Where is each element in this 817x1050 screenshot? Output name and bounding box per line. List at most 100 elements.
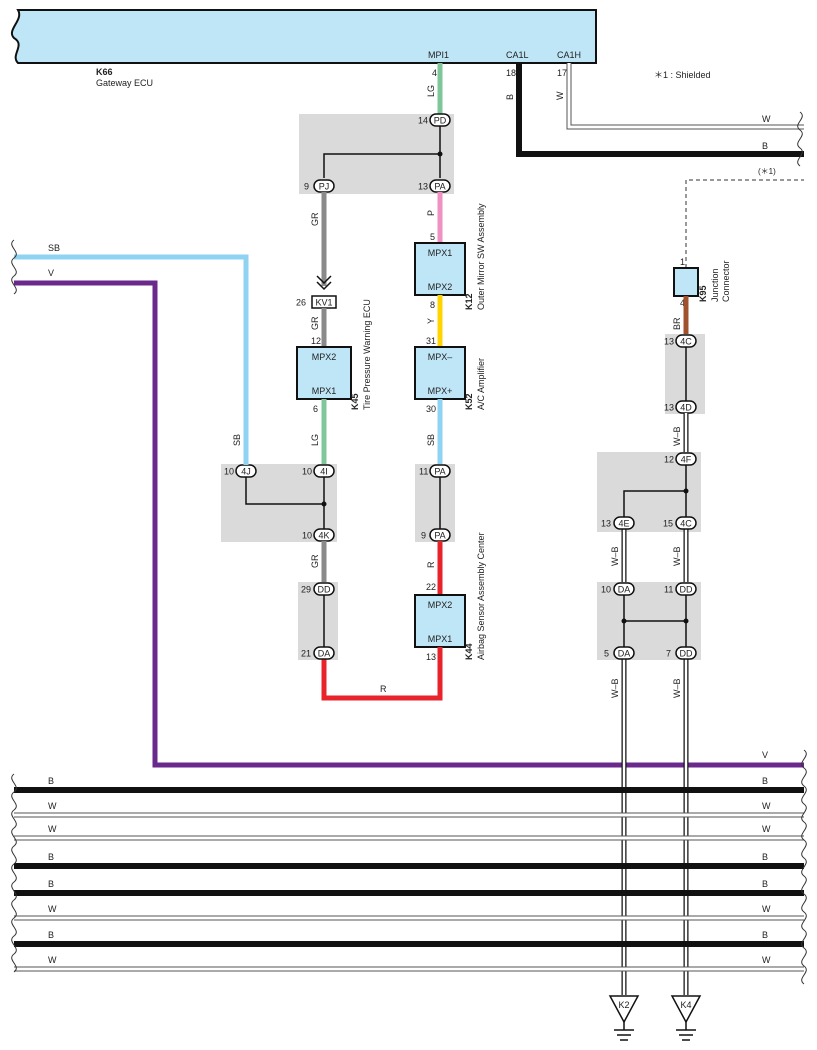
svg-text:4K: 4K [318,531,329,541]
svg-text:V: V [48,268,54,278]
svg-text:MPX1: MPX1 [312,386,337,396]
svg-text:29: 29 [301,585,311,595]
svg-text:K44: K44 [464,643,474,660]
svg-text:10: 10 [302,531,312,541]
svg-text:13: 13 [601,519,611,529]
svg-text:W–B: W–B [672,678,682,698]
svg-text:21: 21 [301,649,311,659]
bus-label-left-4: B [48,879,54,889]
svg-text:30: 30 [426,404,436,414]
svg-text:K12: K12 [464,293,474,310]
ecu-k45: MPX2 MPX1 K45 Tire Pressure Warning ECU [296,299,372,410]
svg-text:W–B: W–B [610,678,620,698]
connector-4k: 4K 10 [302,528,335,542]
shielded-note: ＊1 : Shielded [654,70,711,80]
svg-text:13: 13 [664,403,674,413]
svg-text:11: 11 [664,585,673,595]
svg-text:W–B: W–B [610,546,620,566]
svg-text:5: 5 [430,232,435,242]
wire-sb-left [14,254,249,465]
svg-text:Outer Mirror SW Assembly: Outer Mirror SW Assembly [476,203,486,310]
ecu-k12: MPX1 MPX2 K12 Outer Mirror SW Assembly [414,203,486,310]
svg-text:Airbag Sensor Assembly Center: Airbag Sensor Assembly Center [476,532,486,660]
svg-text:MPX+: MPX+ [428,386,453,396]
ground-k4: K4 [670,995,702,1041]
svg-text:4C: 4C [680,337,692,347]
svg-text:11: 11 [419,467,428,477]
svg-text:SB: SB [48,243,60,253]
gateway-ecu: K66 Gateway ECU MPI1 CA1L CA1H 4 18 17 [11,9,597,88]
pin-name-ca1h: CA1H [557,50,581,60]
svg-text:LG: LG [310,434,320,446]
svg-text:B: B [762,141,768,151]
gateway-code: K66 [96,67,113,77]
svg-text:DA: DA [318,649,331,659]
connector-4d: 4D 13 [664,400,697,414]
bus-label-right-1: W [762,801,771,811]
connector-4j: 4J 10 [224,464,257,478]
svg-text:DD: DD [680,649,693,659]
svg-text:14: 14 [418,116,428,126]
svg-text:10: 10 [224,467,234,477]
svg-text:12: 12 [311,336,321,346]
svg-text:W–B: W–B [672,546,682,566]
svg-text:PJ: PJ [319,182,330,192]
bus-label-right-0: B [762,776,768,786]
connector-pj: PJ 9 [304,179,335,193]
svg-text:K52: K52 [464,393,474,410]
svg-text:Connector: Connector [721,260,731,302]
svg-text:PA: PA [434,531,445,541]
svg-text:10: 10 [601,585,611,595]
bus-label-right-5: W [762,904,771,914]
bus-label-left-5: W [48,904,57,914]
svg-text:15: 15 [663,519,673,529]
bus-label-right-7: W [762,955,771,965]
svg-text:22: 22 [426,582,436,592]
svg-text:18: 18 [506,68,516,78]
ecu-k52: MPX– MPX+ K52 A/C Amplifier [414,346,486,410]
connector-pa-top: PA 13 [418,179,451,193]
svg-text:8: 8 [430,300,435,310]
svg-text:Junction: Junction [710,268,720,302]
svg-text:MPX–: MPX– [428,352,453,362]
svg-text:13: 13 [418,182,428,192]
bus-label-left-3: B [48,852,54,862]
bus-label-left-2: W [48,824,57,834]
connector-4f: 4F 12 [664,452,697,466]
svg-text:PA: PA [434,182,445,192]
connector-pa-mid1: PA 11 [419,464,451,478]
connector-kv1: KV1 26 [296,295,337,309]
shield-wire: (＊1) [685,167,804,268]
gateway-name: Gateway ECU [96,78,153,88]
svg-text:Y: Y [426,318,436,324]
svg-text:6: 6 [313,404,318,414]
svg-text:K4: K4 [680,1000,691,1010]
bus-label-left-0: B [48,776,54,786]
bus-label-left-6: B [48,930,54,940]
connector-da-right-bottom: DA 5 [604,646,635,660]
can-wires: B W W B [505,63,804,167]
wire-wb [621,413,689,995]
svg-text:MPX2: MPX2 [428,282,453,292]
connector-pa-mid2: PA 9 [421,528,451,542]
break-right-bus [801,749,807,985]
break-left-bus [11,773,17,973]
break-left-top [11,239,17,295]
svg-text:9: 9 [421,531,426,541]
svg-text:MPX2: MPX2 [428,600,453,610]
svg-text:4F: 4F [681,455,692,465]
svg-text:26: 26 [296,298,306,308]
bus-label-left-7: W [48,955,57,965]
svg-text:KV1: KV1 [315,298,332,308]
ground-k2: K2 [608,995,640,1041]
svg-text:B: B [505,94,515,100]
svg-text:4J: 4J [241,467,251,477]
bus-label-right-3: B [762,852,768,862]
svg-text:DA: DA [618,585,631,595]
wire-r-loop [321,647,443,701]
svg-text:12: 12 [664,455,674,465]
svg-text:DA: DA [618,649,631,659]
junction-connector-k95: 1 4 K95 Junction Connector [673,257,731,308]
